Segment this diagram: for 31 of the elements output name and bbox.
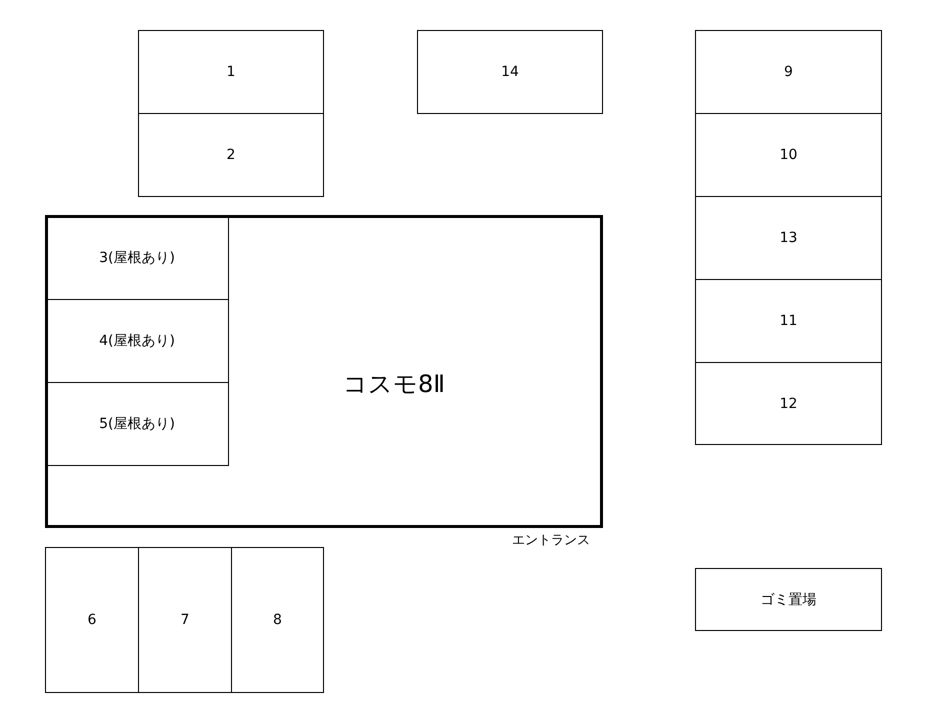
- space-number: 7: [180, 612, 190, 628]
- parking-space: [695, 113, 882, 197]
- space-number: 12: [780, 396, 798, 412]
- area-label: ゴミ置場: [760, 590, 816, 608]
- space-number: 6: [88, 612, 96, 628]
- area-box: [695, 568, 882, 631]
- parking-space: [695, 279, 882, 363]
- entrance-label: エントランス: [512, 532, 590, 549]
- space-number: 11: [780, 313, 798, 329]
- space-number: 9: [784, 64, 793, 80]
- parking-space: [138, 547, 232, 693]
- space-number: 14: [501, 64, 519, 80]
- space-number: 1: [226, 64, 236, 80]
- parking-space: [45, 382, 229, 466]
- parking-space: [138, 113, 324, 197]
- parking-space: [417, 30, 603, 114]
- space-number: 10: [780, 147, 798, 163]
- parking-space: [695, 196, 882, 280]
- space-number: 5(屋根あり): [99, 415, 175, 433]
- space-number: 13: [780, 230, 798, 246]
- space-number: 3(屋根あり): [99, 248, 175, 266]
- parking-space: [695, 30, 882, 114]
- parking-space: [138, 30, 324, 114]
- space-number: 4(屋根あり): [99, 332, 175, 350]
- parking-space: [231, 547, 324, 693]
- parking-space: [695, 362, 882, 445]
- building-outline: [45, 215, 603, 528]
- space-number: 2: [226, 147, 236, 163]
- space-number: 8: [273, 612, 282, 628]
- parking-space: [45, 547, 139, 693]
- building-name: コスモ8Ⅱ: [343, 369, 446, 400]
